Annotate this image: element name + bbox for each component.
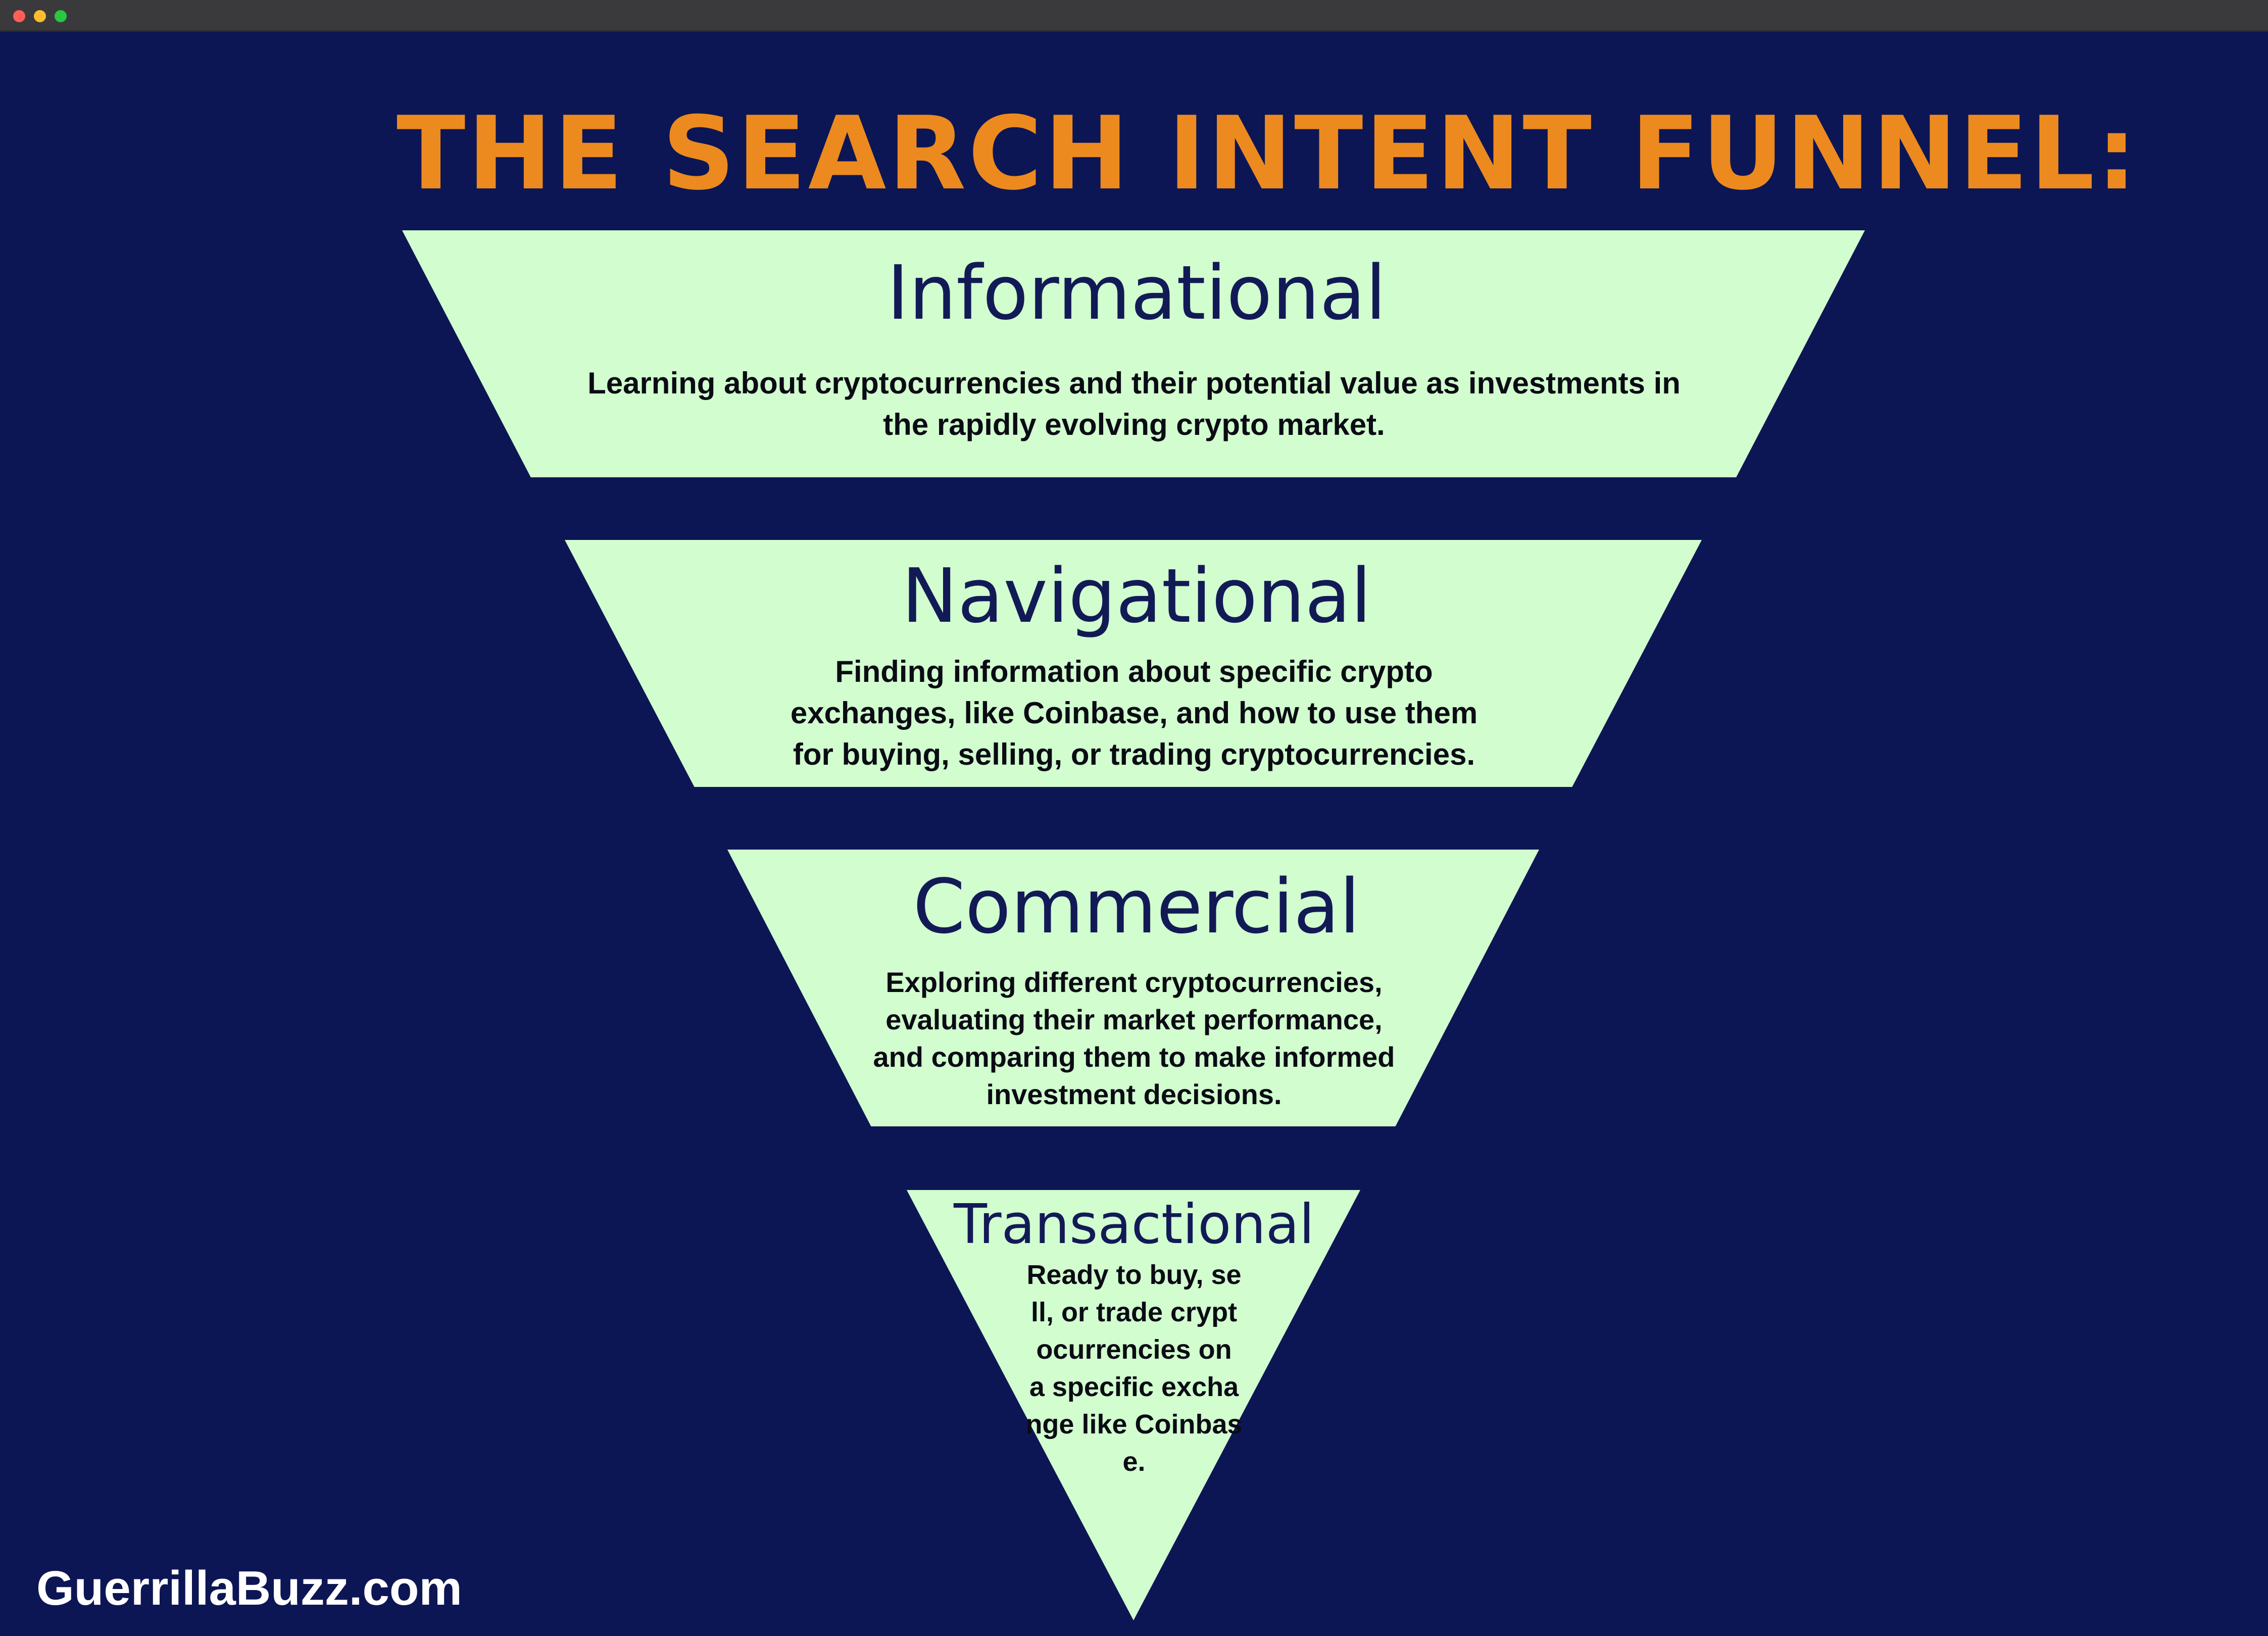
close-button[interactable] xyxy=(13,10,25,22)
zoom-button[interactable] xyxy=(55,10,67,22)
brand-watermark: GuerrillaBuzz.com xyxy=(36,1561,462,1615)
stage-description-informational: Learning about cryptocurrencies and thei… xyxy=(587,366,1681,441)
funnel-stage-informational xyxy=(402,230,1865,477)
funnel-stage-navigational xyxy=(565,540,1702,787)
stage-title-commercial: Commercial xyxy=(913,863,1360,950)
funnel-stage-commercial xyxy=(727,850,1539,1126)
funnel-title: THE SEARCH INTENT FUNNEL: xyxy=(397,95,2139,213)
stage-title-informational: Informational xyxy=(886,250,1387,336)
window-title-bar xyxy=(0,0,2268,32)
minimize-button[interactable] xyxy=(34,10,46,22)
stage-title-transactional: Transactional xyxy=(953,1193,1315,1256)
stage-description-transactional: Ready to buy, sell, or trade cryptocurre… xyxy=(1025,1260,1243,1477)
stage-description-navigational: Finding information about specific crypt… xyxy=(790,655,1478,771)
stage-title-navigational: Navigational xyxy=(901,553,1372,639)
stage-description-commercial: Exploring different cryptocurrencies, ev… xyxy=(873,966,1395,1110)
